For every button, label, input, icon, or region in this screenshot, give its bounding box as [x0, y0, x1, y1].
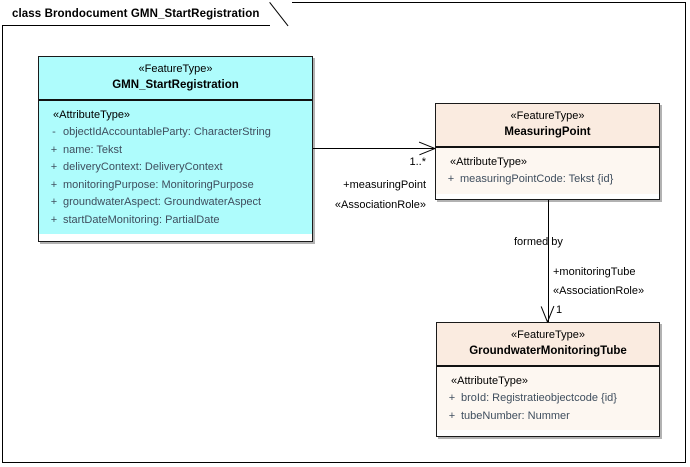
- class-name: GroundwaterMonitoringTube: [469, 345, 627, 357]
- attribute-visibility: +: [50, 213, 58, 226]
- attribute-row: + deliveryContext: DeliveryContext: [45, 159, 308, 177]
- association-stereotype: «AssociationRole»: [553, 285, 645, 297]
- class-header-gmn-startregistration: «FeatureType» GMN_StartRegistration: [39, 57, 312, 101]
- class-box-measuring-point[interactable]: «FeatureType» MeasuringPoint «AttributeT…: [435, 103, 660, 200]
- attribute-text: deliveryContext: DeliveryContext: [63, 161, 223, 173]
- attribute-visibility: +: [447, 173, 455, 185]
- association-multiplicity-target: 1..*: [409, 156, 426, 168]
- diagram-title: class Brondocument GMN_StartRegistration: [12, 7, 260, 20]
- attributes-stereotype: «AttributeType»: [450, 156, 528, 168]
- class-name: GMN_StartRegistration: [112, 79, 239, 91]
- class-attributes-measuring-point: «AttributeType» + measuringPointCode: Te…: [436, 148, 659, 194]
- attribute-visibility: +: [448, 392, 456, 404]
- attributes-stereotype: «AttributeType»: [53, 109, 131, 121]
- attribute-text: objectIdAccountableParty: CharacterStrin…: [63, 126, 271, 138]
- attribute-row: + measuringPointCode: Tekst {id}: [442, 171, 655, 189]
- association-stereotype: «AssociationRole»: [334, 199, 426, 211]
- attribute-text: name: Tekst: [63, 143, 123, 156]
- diagram-title-tab-body: class Brondocument GMN_StartRegistration: [2, 2, 270, 26]
- attribute-text: monitoringPurpose: MonitoringPurpose: [63, 178, 254, 191]
- attribute-row: + tubeNumber: Nummer: [443, 408, 655, 426]
- attribute-row: + monitoringPurpose: MonitoringPurpose: [45, 177, 308, 195]
- class-header-groundwater-monitoring-tube: «FeatureType» GroundwaterMonitoringTube: [437, 323, 659, 367]
- association-multiplicity-target: 1: [556, 304, 563, 316]
- attribute-visibility: -: [52, 126, 56, 138]
- association-role-target: +measuringPoint: [343, 179, 426, 191]
- class-stereotype: «FeatureType»: [138, 63, 213, 75]
- association-name: formed by: [514, 236, 563, 248]
- attribute-visibility: +: [50, 143, 58, 156]
- diagram-title-tab-corner: [270, 2, 292, 26]
- attribute-text: measuringPointCode: Tekst {id}: [460, 173, 614, 185]
- diagram-title-tab: class Brondocument GMN_StartRegistration: [2, 2, 292, 26]
- attribute-text: broId: Registratieobjectcode {id}: [461, 392, 617, 404]
- class-attributes-gmn-startregistration: «AttributeType» - objectIdAccountablePar…: [39, 101, 312, 234]
- attribute-visibility: +: [448, 409, 456, 422]
- class-stereotype: «FeatureType»: [510, 110, 585, 122]
- attribute-row: + startDateMonitoring: PartialDate: [45, 212, 308, 230]
- attribute-row: + groundwaterAspect: GroundwaterAspect: [45, 194, 308, 212]
- attribute-visibility: +: [50, 161, 58, 173]
- attribute-row: - objectIdAccountableParty: CharacterStr…: [45, 124, 308, 142]
- association-role-target: +monitoringTube: [553, 266, 636, 278]
- attribute-text: startDateMonitoring: PartialDate: [63, 213, 220, 226]
- association-line-gmn-to-measuringpoint[interactable]: [313, 148, 435, 149]
- class-name: MeasuringPoint: [504, 126, 591, 138]
- diagram-frame: [2, 2, 686, 463]
- attribute-text: tubeNumber: Nummer: [461, 409, 570, 422]
- attribute-text: groundwaterAspect: GroundwaterAspect: [63, 196, 262, 208]
- association-line-measuringpoint-to-tube[interactable]: [548, 200, 549, 322]
- attribute-row: + name: Tekst: [45, 142, 308, 160]
- attribute-visibility: +: [50, 178, 58, 191]
- class-box-gmn-startregistration[interactable]: «FeatureType» GMN_StartRegistration «Att…: [38, 56, 313, 242]
- class-box-groundwater-monitoring-tube[interactable]: «FeatureType» GroundwaterMonitoringTube …: [436, 322, 660, 437]
- class-header-measuring-point: «FeatureType» MeasuringPoint: [436, 104, 659, 148]
- attribute-visibility: +: [50, 196, 58, 208]
- class-attributes-groundwater-monitoring-tube: «AttributeType» + broId: Registratieobje…: [437, 367, 659, 430]
- class-stereotype: «FeatureType»: [511, 329, 585, 341]
- attribute-row: + broId: Registratieobjectcode {id}: [443, 390, 655, 408]
- attributes-stereotype: «AttributeType»: [451, 375, 529, 387]
